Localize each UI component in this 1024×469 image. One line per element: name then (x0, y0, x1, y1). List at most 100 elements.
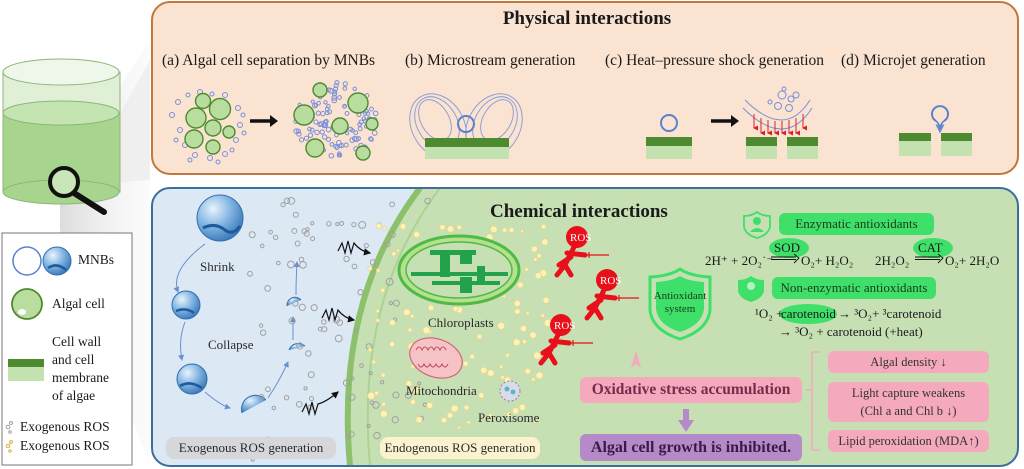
legend-cell-wall-label: Cell wall and cell membrane of algae (52, 333, 109, 405)
exogenous-ros (326, 221, 332, 227)
endogenous-ros (487, 413, 493, 418)
exogenous-ros (348, 431, 355, 438)
endogenous-ros (478, 392, 485, 399)
mnb-bubble (317, 122, 323, 128)
mnb-bubble (333, 83, 339, 89)
exogenous-ros (368, 371, 373, 376)
endogenous-ros (367, 391, 376, 400)
panel-b-label: (b) Microstream generation (405, 52, 576, 69)
endogenous-ros (381, 401, 387, 407)
exogenous-ros (389, 231, 396, 239)
endogenous-ros (500, 374, 505, 380)
antioxidant-system-line2: system (664, 303, 696, 315)
shield-user-icon-2 (738, 276, 764, 302)
chloroplasts-label: Chloroplasts (428, 315, 494, 330)
ros-label-2: ROS (600, 275, 622, 287)
exogenous-ros (404, 392, 412, 399)
panel-d-label: (d) Microjet generation (841, 52, 986, 69)
mnb-bubble (323, 100, 328, 105)
mnb-bubble (342, 103, 347, 109)
pressure-arrows (753, 114, 807, 136)
endogenous-ros (446, 225, 455, 233)
endogenous-ros (489, 225, 498, 234)
endogenous-ros (375, 268, 381, 273)
exogenous-ros (259, 329, 267, 336)
endogenous-ros (407, 327, 413, 333)
endogenous-ros (533, 419, 538, 424)
endogenous-ros (540, 313, 545, 318)
endogenous-ros (462, 360, 469, 367)
exogenous-ros (343, 255, 350, 263)
endogenous-ros (375, 318, 380, 323)
endogenous-ros (439, 224, 446, 231)
endogenous-ros (382, 225, 387, 231)
mnb-bubble (325, 126, 332, 133)
sod-equation-right: O₂+ H₂O₂ (801, 253, 854, 268)
exogenous-ros (287, 197, 296, 205)
endogenous-ros (502, 294, 507, 299)
endogenous-ros (389, 319, 396, 327)
endogenous-ros (508, 227, 515, 233)
endogenous-ros (380, 410, 388, 418)
endogenous-ros (497, 321, 506, 330)
endogenous-ros (450, 404, 459, 413)
legend-exogenous-ros-label: Exogenous ROS (20, 419, 110, 434)
antioxidant-system-line1: Antioxidant (653, 290, 707, 302)
endogenous-ros (541, 238, 549, 246)
endogenous-ros (512, 338, 521, 347)
chloroplast-icon (397, 234, 521, 306)
exogenous-ros (335, 222, 340, 227)
endogenous-ros (409, 399, 416, 406)
exogenous-ros (369, 259, 377, 266)
down-arrow-purple (678, 409, 694, 432)
mnb-bubble (334, 145, 340, 151)
endogenous-ros (533, 351, 542, 360)
mnb-bubble (315, 110, 321, 116)
mnb-bubble (352, 86, 357, 92)
mnb-bubble (334, 80, 340, 86)
exogenous-ros (259, 243, 265, 249)
mnb-bubble (326, 136, 332, 142)
mnb-bubble (332, 89, 338, 95)
endogenous-ros (452, 306, 459, 312)
exogenous-ros (268, 229, 273, 235)
endogenous-ros (535, 371, 544, 380)
shield-user-icon (743, 210, 771, 239)
exogenous-ros-particles (247, 197, 431, 462)
exogenous-ros (357, 289, 364, 296)
endogenous-ros (389, 341, 396, 348)
oxidative-stress-box: Oxidative stress accumulation (580, 377, 802, 403)
algal-cluster-after (293, 80, 379, 161)
cat-equation-right: O₂+ 2H₂O (945, 253, 1000, 268)
exogenous-ros (258, 323, 264, 328)
endogenous-ros (480, 366, 488, 374)
ros-label-3: ROS (554, 320, 576, 332)
endogenous-ros (457, 425, 462, 430)
exogenous-ros (264, 285, 271, 292)
mnb-bubble (329, 142, 335, 147)
antioxidant-system-label: Antioxidant system (645, 290, 715, 316)
wave-arrows (301, 240, 372, 417)
endogenous-ros (466, 420, 471, 425)
mnb-bubble (333, 143, 339, 149)
arrow-right-icon-2 (711, 115, 739, 127)
endogenous-ros (399, 223, 407, 230)
endogenous-ros (391, 251, 397, 257)
exogenous-ros (248, 231, 256, 239)
carotenoid-eq-line2: → ³O₂ + carotenoid (+heat) (779, 324, 923, 339)
mnb-bubble (337, 95, 342, 100)
mnb-collapse-sequence (171, 194, 306, 414)
exogenous-ros (303, 386, 308, 391)
legend-cell-wall-line3: membrane (52, 370, 109, 385)
endogenous-ros (505, 352, 510, 358)
enzymatic-antioxidants-badge: Enzymatic antioxidants (779, 213, 934, 235)
mnb-bubble (357, 126, 363, 132)
endogenous-ros (440, 416, 448, 424)
legend-endogenous-ros-label: Exogenous ROS (20, 438, 110, 453)
endogenous-ros (395, 248, 400, 253)
mnb-bubble (314, 129, 320, 136)
legend-algal-cell-label: Algal cell (52, 296, 105, 311)
mnb-bubble (331, 91, 338, 97)
endogenous-ros (499, 364, 504, 369)
mnb-bubble (313, 119, 319, 125)
